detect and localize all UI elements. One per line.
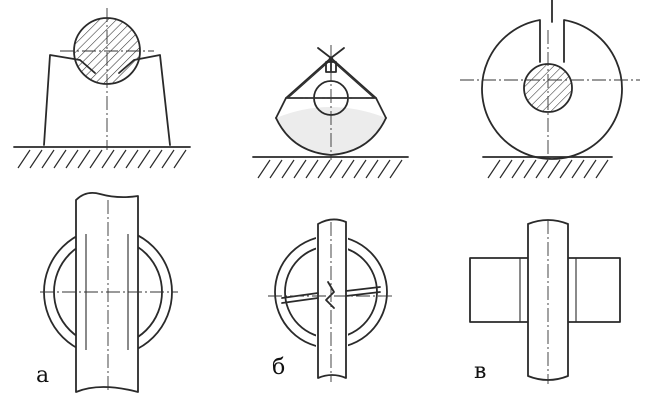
shaft-mask-b: [316, 222, 348, 382]
view-a-front: [13, 8, 191, 169]
shaft-a: [75, 191, 139, 393]
view-a-top: [40, 191, 178, 393]
view-c-front: [460, 0, 640, 179]
ground-hatch-a: [17, 149, 187, 169]
view-c-top: [469, 219, 621, 384]
disk-outline-c: [481, 19, 623, 160]
clamp-arms-b: [285, 57, 377, 99]
view-b-top: [268, 218, 394, 382]
view-b-front: [252, 45, 409, 179]
shaft-mask-a: [76, 198, 138, 392]
shaft-b: [317, 218, 347, 379]
clamp-bar-b: [281, 286, 381, 304]
cradle-fill-b: [276, 107, 386, 155]
ground-hatch-b: [257, 159, 403, 179]
label-v: в: [474, 359, 486, 384]
label-a: а: [36, 363, 49, 388]
ground-hatch-c: [487, 159, 609, 179]
label-b: б: [272, 355, 285, 380]
